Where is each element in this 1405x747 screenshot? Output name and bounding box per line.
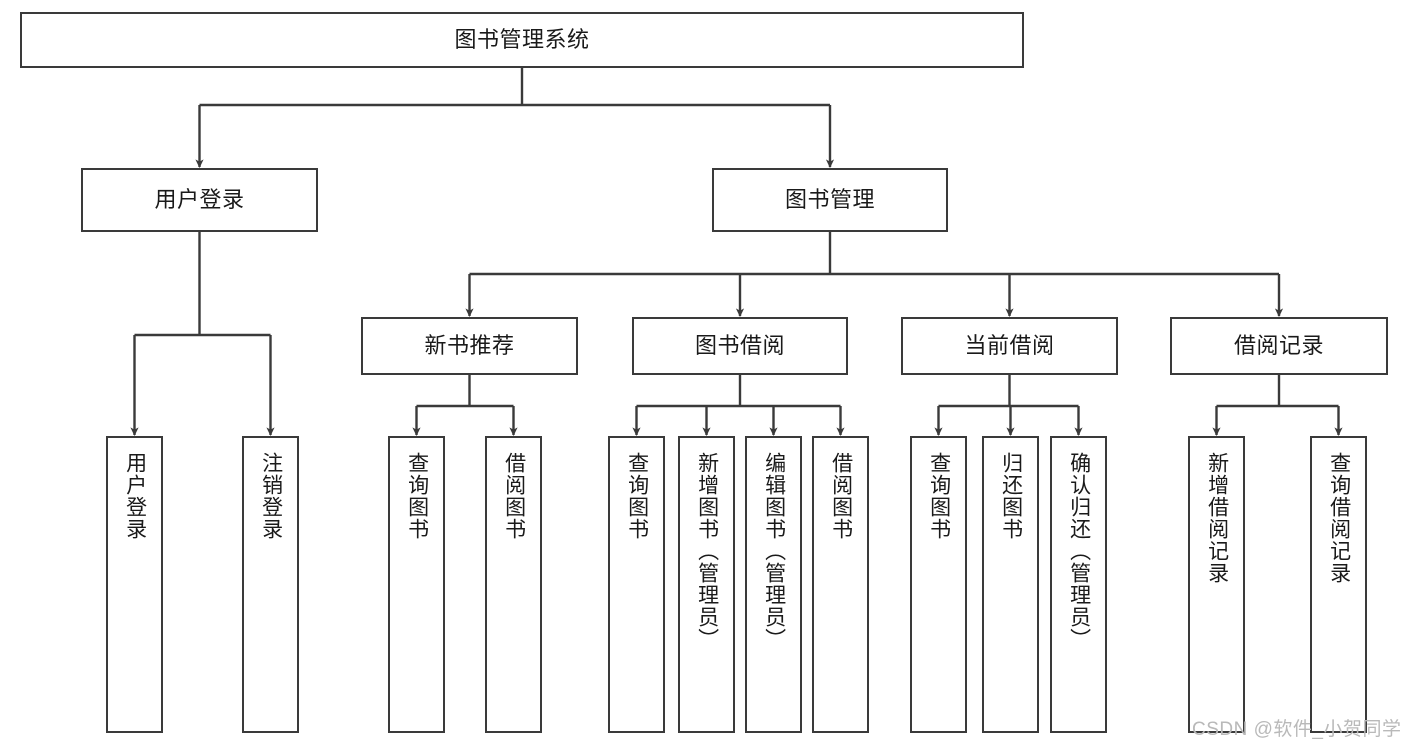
node-l3[interactable]: 查询图书	[388, 436, 445, 733]
node-l9[interactable]: 查询图书	[910, 436, 967, 733]
node-l5[interactable]: 查询图书	[608, 436, 665, 733]
node-records[interactable]: 借阅记录	[1170, 317, 1388, 375]
node-l11[interactable]: 确认归还（管理员）	[1050, 436, 1107, 733]
node-l4[interactable]: 借阅图书	[485, 436, 542, 733]
node-label: 新书推荐	[424, 332, 515, 358]
node-label: 归还图书	[999, 452, 1023, 540]
node-borrow[interactable]: 图书借阅	[632, 317, 848, 375]
node-newrec[interactable]: 新书推荐	[361, 317, 578, 375]
node-label: 借阅图书	[829, 452, 853, 540]
node-label: 用户登录	[123, 452, 147, 540]
node-l1[interactable]: 用户登录	[106, 436, 163, 733]
node-l13[interactable]: 查询借阅记录	[1310, 436, 1367, 733]
node-current[interactable]: 当前借阅	[901, 317, 1118, 375]
node-label: 用户登录	[154, 186, 245, 212]
node-label: 借阅记录	[1233, 332, 1324, 358]
node-label: 查询借阅记录	[1327, 452, 1351, 584]
node-label: 注销登录	[259, 452, 283, 540]
node-l7[interactable]: 编辑图书（管理员）	[745, 436, 802, 733]
node-label: 查询图书	[405, 452, 429, 540]
node-label: 编辑图书（管理员）	[762, 452, 786, 650]
node-label: 借阅图书	[502, 452, 526, 540]
node-label: 图书管理系统	[454, 26, 590, 52]
node-l12[interactable]: 新增借阅记录	[1188, 436, 1245, 733]
node-label: 当前借阅	[964, 332, 1055, 358]
node-l6[interactable]: 新增图书（管理员）	[678, 436, 735, 733]
node-root[interactable]: 图书管理系统	[20, 12, 1024, 68]
node-label: 查询图书	[625, 452, 649, 540]
node-label: 确认归还（管理员）	[1067, 452, 1091, 650]
node-label: 新增图书（管理员）	[695, 452, 719, 650]
node-login[interactable]: 用户登录	[81, 168, 318, 232]
node-bookmgr[interactable]: 图书管理	[712, 168, 948, 232]
node-label: 新增借阅记录	[1205, 452, 1229, 584]
node-label: 查询图书	[927, 452, 951, 540]
watermark-text: CSDN @软件_小贺同学	[1192, 719, 1402, 740]
node-label: 图书借阅	[694, 332, 785, 358]
node-l8[interactable]: 借阅图书	[812, 436, 869, 733]
node-l2[interactable]: 注销登录	[242, 436, 299, 733]
node-l10[interactable]: 归还图书	[982, 436, 1039, 733]
node-label: 图书管理	[784, 186, 875, 212]
